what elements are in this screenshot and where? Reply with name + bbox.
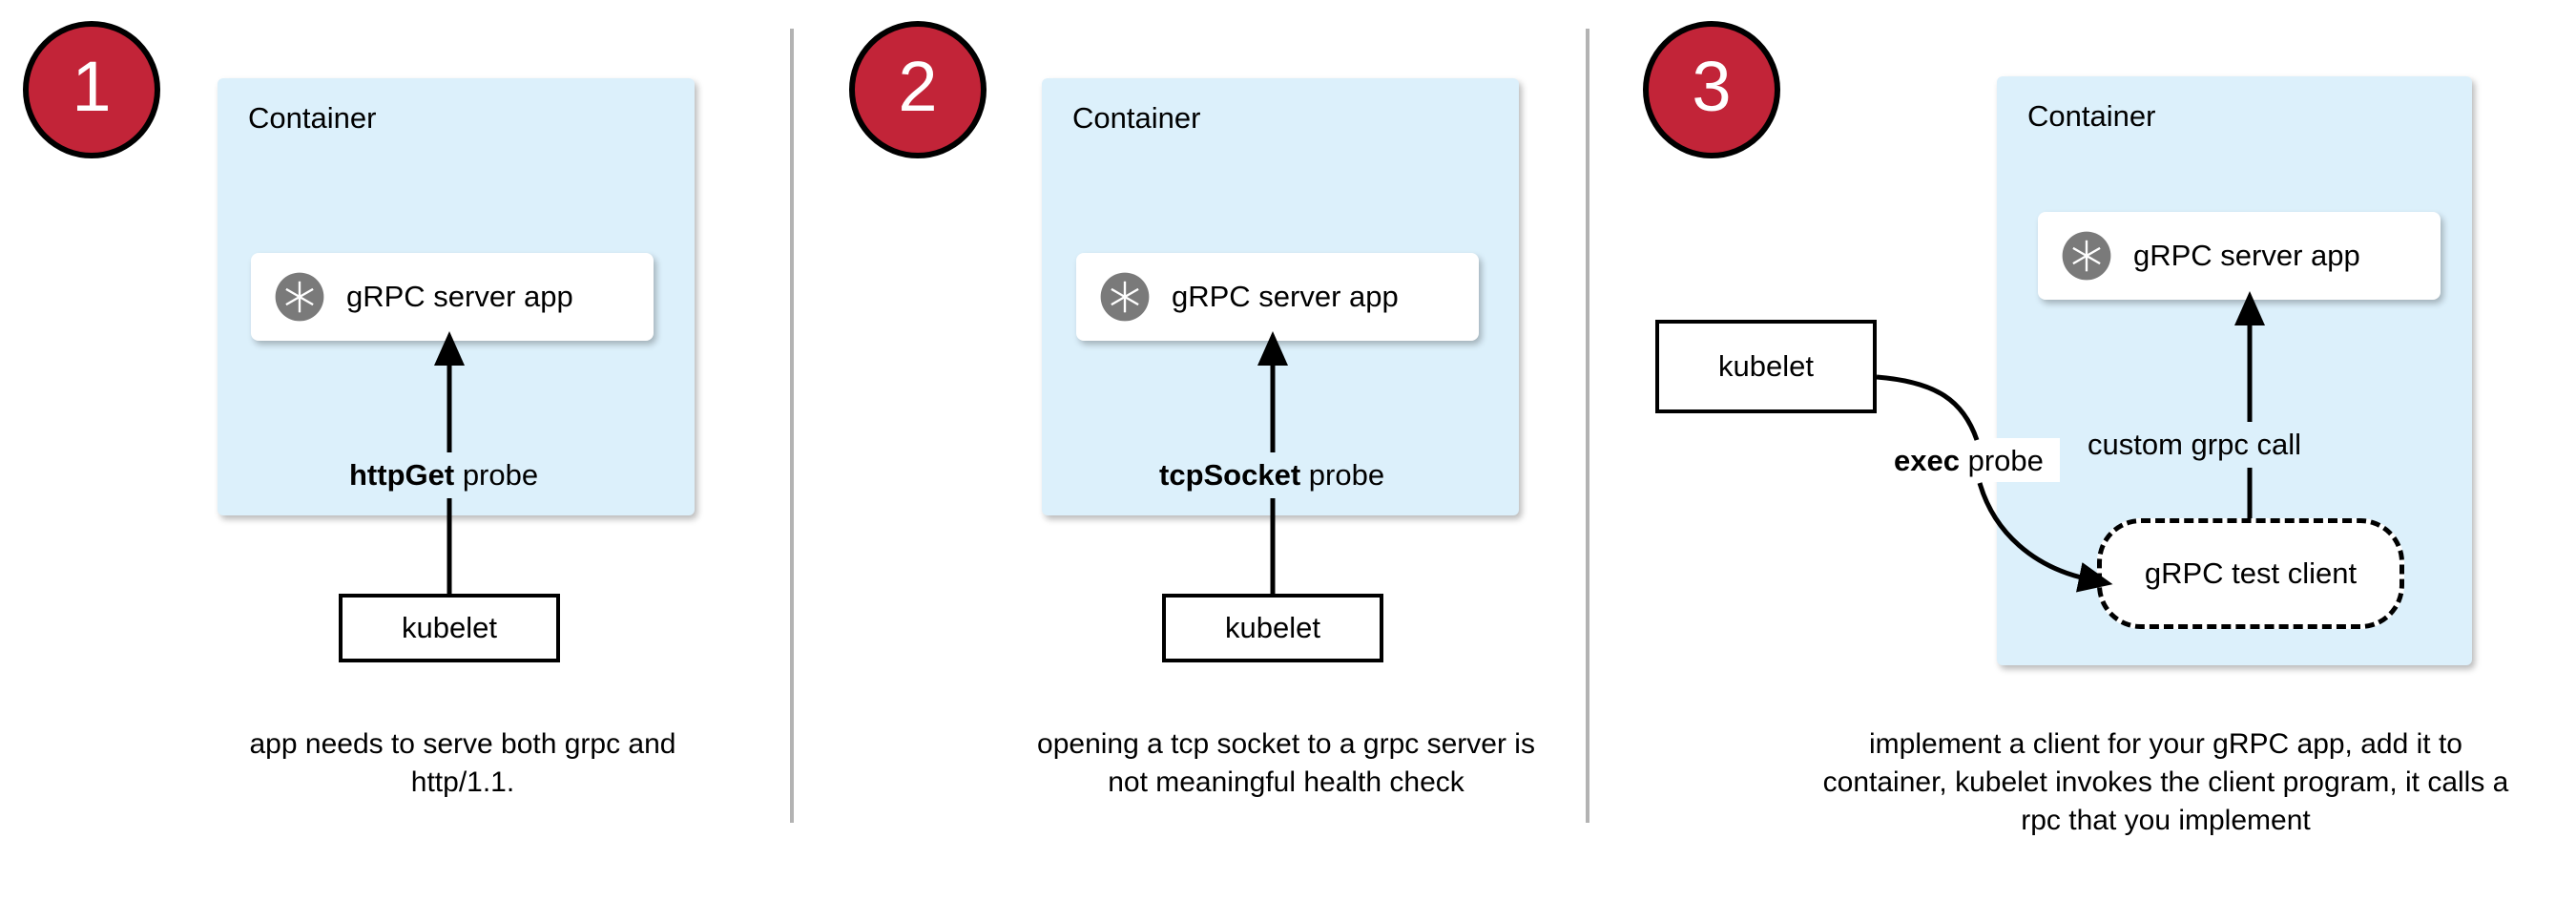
grpc-server-app-box-1: gRPC server app [251, 253, 654, 341]
kubelet-box-1: kubelet [339, 594, 560, 662]
step-badge-2: 2 [849, 21, 987, 158]
exec-probe-label: exec probe [1894, 444, 2044, 478]
probe-label-1-bold: httpGet [349, 458, 455, 492]
probe-label-2: tcpSocket probe [1159, 458, 1384, 493]
grpc-server-app-label-3: gRPC server app [2133, 239, 2360, 272]
panel-divider-2 [1586, 29, 1589, 823]
kubelet-label-2: kubelet [1225, 611, 1320, 644]
grpc-test-client-box: gRPC test client [2097, 518, 2404, 629]
step-badge-2-number: 2 [898, 47, 938, 126]
grpc-call-label-mask [2082, 422, 2349, 466]
aperture-icon [2062, 231, 2111, 281]
custom-grpc-call-label: custom grpc call [2088, 428, 2301, 461]
panel-caption-1: app needs to serve both grpc and http/1.… [249, 728, 676, 798]
grpc-server-app-label-2: gRPC server app [1172, 280, 1399, 313]
probe-label-1: httpGet probe [349, 458, 538, 493]
step-badge-1: 1 [23, 21, 160, 158]
kubelet-label-1: kubelet [402, 611, 497, 644]
step-badge-3-number: 3 [1692, 47, 1732, 126]
grpc-server-app-label-1: gRPC server app [346, 280, 573, 313]
exec-label-mask-outer [1888, 438, 2060, 482]
grpc-test-client-label: gRPC test client [2144, 556, 2358, 590]
step-badge-3: 3 [1643, 21, 1780, 158]
exec-probe-label-rest: probe [1959, 444, 2044, 477]
kubelet-box-2: kubelet [1162, 594, 1383, 662]
aperture-icon [275, 272, 324, 322]
exec-probe-label-bold: exec [1894, 444, 1960, 477]
container-label-1: Container [248, 101, 377, 135]
panel-caption-2: opening a tcp socket to a grpc server is… [1037, 728, 1535, 798]
grpc-server-app-box-2: gRPC server app [1076, 253, 1479, 341]
kubelet-box-3: kubelet [1655, 320, 1877, 413]
probe-label-2-rest: probe [1300, 458, 1385, 492]
kubelet-label-3: kubelet [1718, 349, 1814, 383]
probe-label-2-bold: tcpSocket [1159, 458, 1301, 492]
probe-label-mask-1 [343, 452, 584, 496]
probe-label-1-rest: probe [454, 458, 539, 492]
step-badge-1-number: 1 [72, 47, 112, 126]
container-label-2: Container [1072, 101, 1201, 135]
probe-label-mask-2 [1153, 452, 1426, 496]
grpc-server-app-box-3: gRPC server app [2038, 212, 2441, 300]
panel-divider-1 [790, 29, 794, 823]
container-label-3: Container [2027, 99, 2156, 133]
panel-caption-3: implement a client for your gRPC app, ad… [1822, 728, 2509, 836]
aperture-icon [1100, 272, 1150, 322]
